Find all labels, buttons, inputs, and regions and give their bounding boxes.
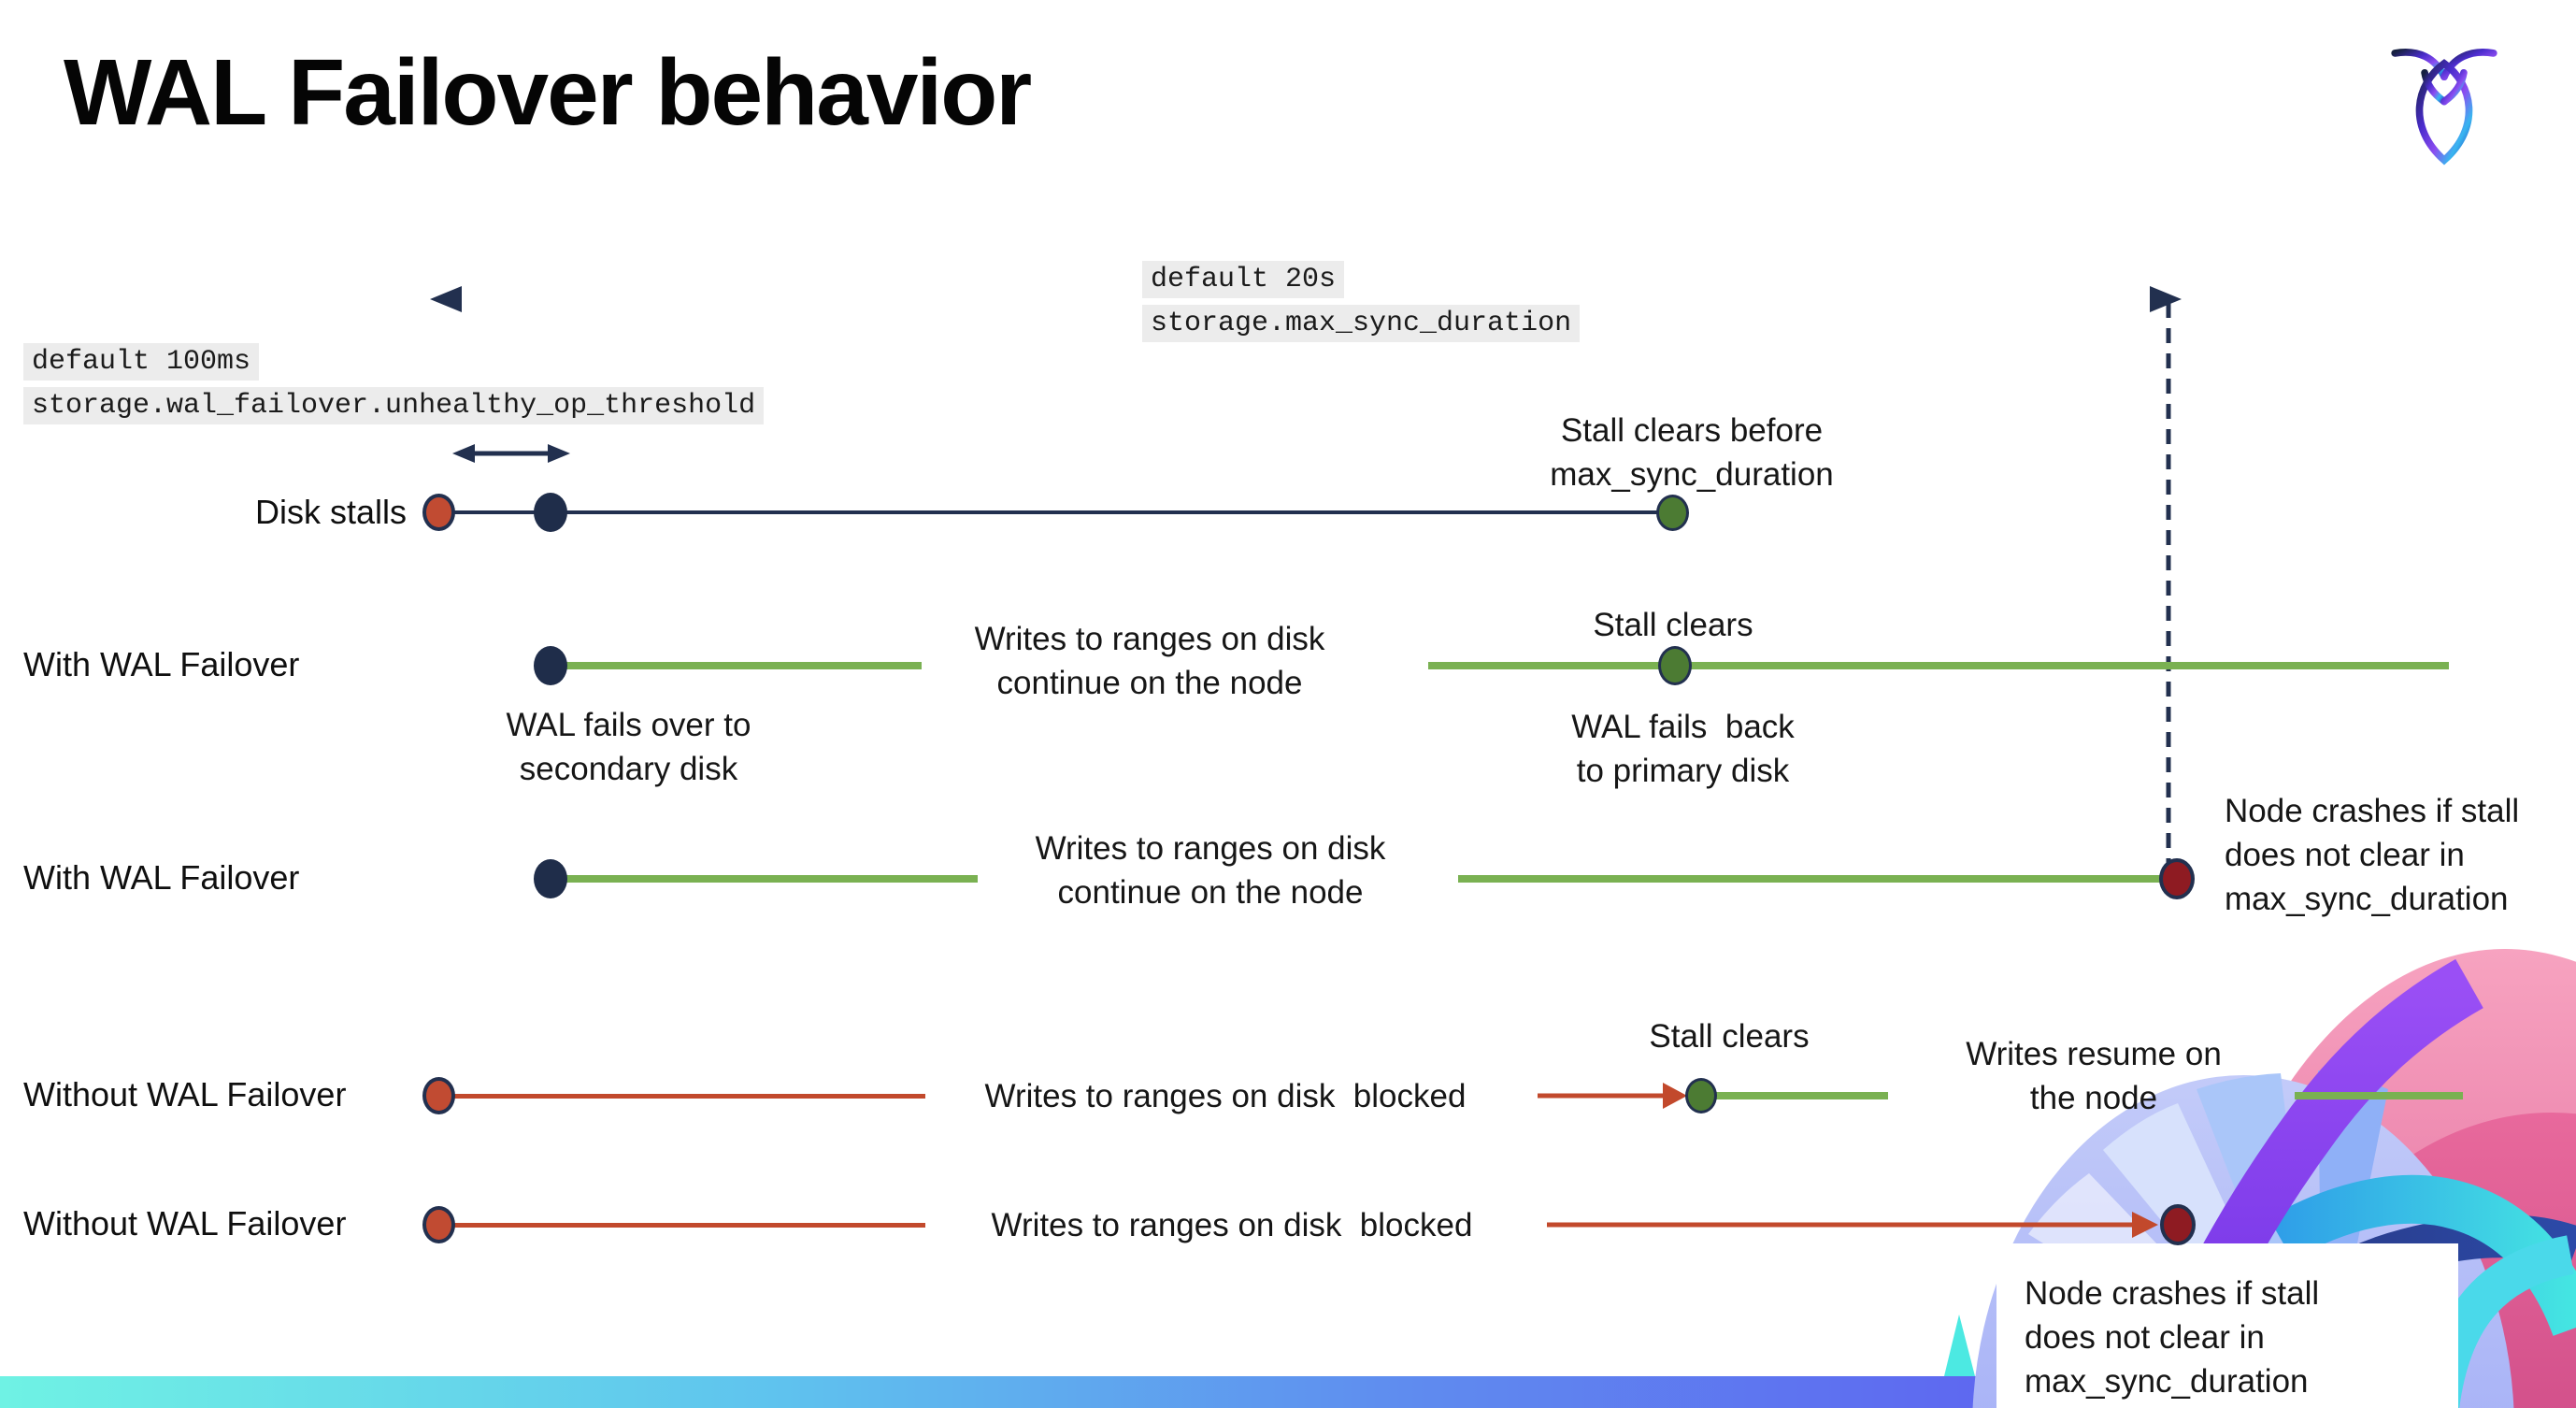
row-label-without-wal-failover: Without WAL Failover — [23, 1075, 347, 1113]
max-sync-setting-label: default 20s storage.max_sync_duration — [1142, 261, 1581, 342]
blocked-timeline-segment — [451, 1223, 925, 1228]
stall-start-dot — [422, 1077, 455, 1114]
failover-dot — [534, 646, 567, 685]
art-cyan-spike — [1944, 1315, 1975, 1376]
stall-start-dot — [422, 1206, 455, 1243]
setting-name: storage.max_sync_duration — [1142, 305, 1581, 342]
blocked-timeline-segment — [451, 1094, 925, 1099]
stall-start-dot — [422, 494, 455, 531]
cockroachdb-logo-icon — [2391, 49, 2497, 165]
failover-threshold-dot — [534, 493, 567, 532]
crash-dot — [2160, 1204, 2196, 1245]
row-label-with-wal-failover: With WAL Failover — [23, 645, 300, 683]
stall-clears-label: Stall clears — [1649, 1018, 1810, 1055]
max-sync-dashed-connector — [2166, 303, 2171, 864]
setting-default-value: default 20s — [1142, 261, 1345, 298]
disk-stall-timeline — [439, 510, 1673, 514]
green-timeline-segment — [2295, 1092, 2463, 1099]
green-timeline-segment — [1709, 1092, 1888, 1099]
green-timeline-segment — [1428, 662, 2449, 669]
row-label-with-wal-failover: With WAL Failover — [23, 858, 300, 897]
green-timeline-segment — [1458, 875, 2161, 883]
stall-clears-before-label: Stall clears before max_sync_duration — [1550, 412, 1834, 493]
stall-clear-dot — [1658, 646, 1692, 685]
setting-default-value: default 100ms — [23, 343, 260, 381]
unhealthy-op-threshold-setting-label: default 100ms storage.wal_failover.unhea… — [23, 343, 765, 424]
blocked-arrow — [1547, 1212, 2158, 1238]
row-label-disk-stalls: Disk stalls — [254, 493, 407, 531]
node-crashes-label: Node crashes if stall does not clear in … — [2025, 1275, 2320, 1400]
crash-note-box: Node crashes if stall does not clear in … — [1996, 1243, 2458, 1408]
page-title: WAL Failover behavior — [64, 40, 1032, 145]
failover-dot — [534, 859, 567, 898]
stall-clears-label: Stall clears — [1593, 607, 1753, 643]
writes-blocked-label: Writes to ranges on disk blocked — [991, 1207, 1473, 1243]
node-crashes-label: Node crashes if stall does not clear in … — [2225, 793, 2520, 917]
failback-to-primary-label: WAL fails back to primary disk — [1571, 709, 1795, 789]
max-sync-duration-arrow — [430, 286, 2182, 312]
row-label-without-wal-failover: Without WAL Failover — [23, 1204, 347, 1243]
failover-to-secondary-label: WAL fails over to secondary disk — [506, 707, 751, 787]
stall-clear-dot — [1685, 1078, 1717, 1113]
writes-blocked-label: Writes to ranges on disk blocked — [984, 1078, 1467, 1114]
art-teal-arch — [2268, 1174, 2576, 1337]
green-timeline-segment — [559, 662, 922, 669]
unhealthy-op-threshold-arrow — [452, 444, 570, 463]
green-timeline-segment — [559, 875, 978, 883]
writes-resume-label: Writes resume on the node — [1966, 1036, 2222, 1116]
stall-clear-dot — [1656, 495, 1689, 531]
writes-continue-label: Writes to ranges on disk continue on the… — [1035, 830, 1386, 911]
setting-name: storage.wal_failover.unhealthy_op_thresh… — [23, 387, 765, 424]
writes-continue-label: Writes to ranges on disk continue on the… — [974, 621, 1325, 701]
blocked-arrow — [1538, 1083, 1687, 1109]
crash-dot — [2159, 858, 2195, 899]
